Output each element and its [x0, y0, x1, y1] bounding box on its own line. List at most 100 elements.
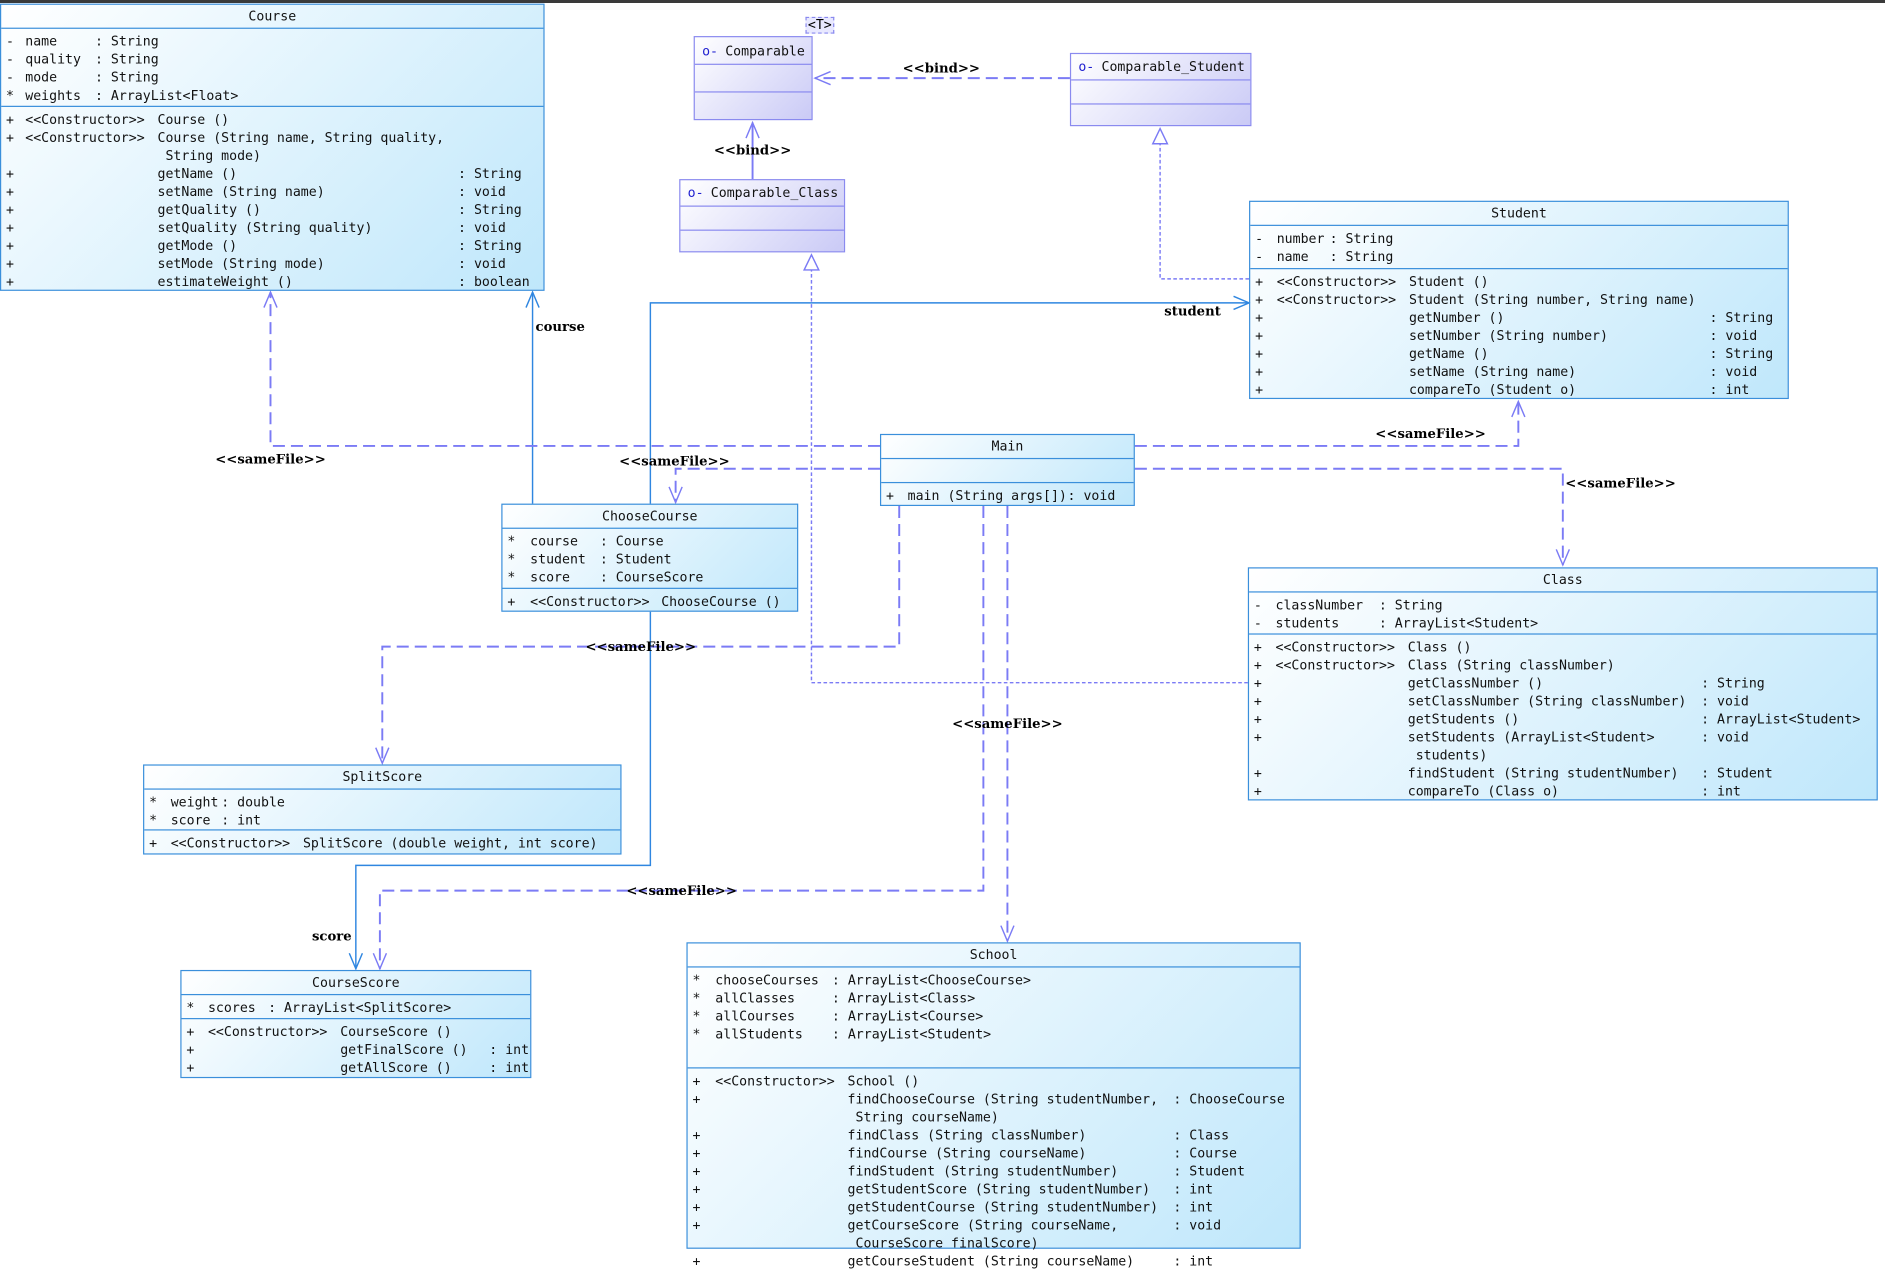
relation-realize-student[interactable] — [1159, 128, 1250, 280]
operation-row[interactable]: +getCourseScore (String courseName,: voi… — [688, 1216, 1300, 1234]
class-name: Comparable_Class — [710, 185, 839, 201]
class-split-score[interactable]: SplitScore*weight: double*score: int+<<C… — [143, 764, 622, 855]
attribute-row[interactable]: *weight: double — [144, 793, 620, 811]
operation-row[interactable]: +findChooseCourse (String studentNumber,… — [688, 1090, 1300, 1108]
relation-dep-student[interactable] — [1134, 401, 1520, 447]
return-type: : String — [1701, 675, 1765, 692]
attribute-row[interactable]: *scores: ArrayList<SplitScore> — [182, 999, 531, 1017]
operation-row[interactable]: +setMode (String mode): void — [1, 255, 543, 273]
operation-row[interactable]: +getMode (): String — [1, 237, 543, 255]
operation-row[interactable]: +setName (String name): void — [1250, 363, 1787, 381]
visibility-marker: + — [1255, 274, 1264, 290]
class-name: Class — [1542, 572, 1583, 588]
attribute-row[interactable]: *allStudents: ArrayList<Student> — [688, 1025, 1300, 1043]
interface-comparable[interactable]: o-Comparable — [693, 36, 813, 121]
operation-row[interactable]: +getAllScore (): int — [182, 1059, 531, 1077]
operations-section: +<<Constructor>>School ()+findChooseCour… — [688, 1069, 1300, 1269]
operation-row[interactable]: String courseName) — [688, 1108, 1300, 1126]
operation-row[interactable]: CourseScore finalScore) — [688, 1234, 1300, 1252]
attribute-row[interactable]: -classNumber: String — [1249, 596, 1877, 614]
operation-row[interactable]: +<<Constructor>>Student () — [1250, 273, 1787, 291]
operation-row[interactable]: +getFinalScore (): int — [182, 1041, 531, 1059]
operation-row[interactable]: +getName (): String — [1250, 345, 1787, 363]
attribute-row[interactable]: -mode: String — [1, 69, 543, 87]
attribute-row[interactable]: *score: int — [144, 811, 620, 829]
interface-comparable-class[interactable]: o-Comparable_Class — [679, 179, 846, 253]
operation-row[interactable]: +getNumber (): String — [1250, 309, 1787, 327]
operation-row[interactable]: +<<Constructor>>Course (String name, Str… — [1, 129, 543, 147]
operation-row[interactable]: +<<Constructor>>SplitScore (double weigh… — [144, 834, 620, 852]
class-student[interactable]: Student -number: String-name: String +<<Co… — [1249, 200, 1789, 400]
attribute-name: weights — [25, 87, 81, 104]
operation-row[interactable]: students) — [1249, 746, 1877, 764]
operation-row[interactable]: +getStudentScore (String studentNumber):… — [688, 1180, 1300, 1198]
operation-row[interactable]: +compareTo (Class o): int — [1249, 782, 1877, 800]
relation-dep-class[interactable] — [1134, 467, 1564, 565]
attribute-type: : String — [1329, 248, 1394, 265]
attribute-row[interactable]: *chooseCourses: ArrayList<ChooseCourse> — [688, 971, 1300, 989]
attribute-row[interactable]: *allClasses: ArrayList<Class> — [688, 989, 1300, 1007]
relation-dep-course[interactable] — [269, 292, 880, 447]
operation-row[interactable]: +<<Constructor>>ChooseCourse () — [503, 593, 798, 611]
operation-row[interactable]: +findStudent (String studentNumber): Stu… — [688, 1162, 1300, 1180]
relation-dep-cscore[interactable] — [378, 506, 985, 969]
operation-row[interactable]: String mode) — [1, 147, 543, 165]
class-choose-course[interactable]: ChooseCourse*course: Course*student: Stu… — [501, 503, 799, 612]
relation-dep-choose[interactable] — [674, 467, 880, 503]
operation-row[interactable]: +setQuality (String quality): void — [1, 219, 543, 237]
attributes-section: *weight: double*score: int — [144, 790, 621, 831]
operation-row[interactable]: +<<Constructor>>CourseScore () — [182, 1023, 531, 1041]
attribute-row[interactable]: -name: String — [1, 32, 543, 50]
attribute-row[interactable]: *score: CourseScore — [503, 569, 798, 587]
operation-row[interactable]: +getStudents (): ArrayList<Student> — [1249, 710, 1877, 728]
operation-row[interactable]: +getName (): String — [1, 165, 543, 183]
operation-row[interactable]: +findStudent (String studentNumber): Stu… — [1249, 764, 1877, 782]
relation-assoc-student[interactable] — [649, 302, 1250, 504]
operation-row[interactable]: +setNumber (String number): void — [1250, 327, 1787, 345]
class-class[interactable]: Class -classNumber: String-students: Arra… — [1247, 567, 1878, 801]
operation-row[interactable]: +main (String args[]): void — [881, 487, 1133, 505]
operation-row[interactable]: +estimateWeight (): boolean — [1, 273, 543, 291]
attribute-row[interactable]: *course: Course — [503, 532, 798, 550]
attributes-section: *scores: ArrayList<SplitScore> — [181, 995, 531, 1020]
class-school[interactable]: School*chooseCourses: ArrayList<ChooseCo… — [686, 942, 1301, 1269]
operation-row[interactable]: +<<Constructor>>School () — [688, 1072, 1300, 1090]
relation-dep-split[interactable] — [381, 506, 901, 764]
operation-row[interactable]: +findClass (String classNumber): Class — [688, 1126, 1300, 1144]
interface-lollipop-icon: o- — [702, 43, 718, 59]
attribute-row[interactable]: *allCourses: ArrayList<Course> — [688, 1007, 1300, 1025]
interface-comparable-student[interactable]: o-Comparable_Student — [1069, 52, 1252, 127]
attribute-row[interactable]: -name: String — [1250, 248, 1787, 266]
operation-row[interactable]: +getQuality (): String — [1, 201, 543, 219]
stereotype: <<Constructor>> — [25, 111, 145, 128]
operation-row[interactable]: +<<Constructor>>Course () — [1, 111, 543, 129]
operation-row[interactable]: +setName (String name): void — [1, 183, 543, 201]
attribute-row[interactable]: *student: Student — [503, 550, 798, 568]
class-main[interactable]: Main+main (String args[]): void — [879, 433, 1135, 507]
operation-row[interactable]: +getClassNumber (): String — [1249, 674, 1877, 692]
attribute-row[interactable]: -quality: String — [1, 50, 543, 68]
class-course[interactable]: Course-name: String-quality: String-mode… — [0, 3, 545, 291]
operation-row[interactable]: +<<Constructor>>Student (String number, … — [1250, 291, 1787, 309]
visibility-marker: + — [692, 1091, 701, 1107]
class-course-score[interactable]: CourseScore*scores: ArrayList<SplitScore… — [180, 969, 532, 1079]
operation-row[interactable]: +setStudents (ArrayList<Student>: void — [1249, 728, 1877, 746]
operation-row[interactable]: +getCourseStudent (String courseName): i… — [688, 1252, 1300, 1270]
relation-assoc-score[interactable] — [355, 611, 652, 969]
operation-row[interactable]: +compareTo (Student o): int — [1250, 381, 1787, 399]
operation-row[interactable]: +setClassNumber (String classNumber): vo… — [1249, 692, 1877, 710]
operation-signature: Course () — [157, 111, 230, 128]
attribute-row[interactable]: -students: ArrayList<Student> — [1249, 614, 1877, 632]
return-type: : void — [458, 183, 506, 200]
return-type: : String — [458, 237, 522, 254]
operation-row[interactable]: +<<Constructor>>Class (String classNumbe… — [1249, 656, 1877, 674]
operation-row[interactable]: +getStudentCourse (String studentNumber)… — [688, 1198, 1300, 1216]
attribute-row[interactable]: -number: String — [1250, 230, 1787, 248]
class-name: Student — [1491, 205, 1547, 222]
operation-row[interactable]: +<<Constructor>>Class () — [1249, 638, 1877, 656]
operation-row[interactable]: +findCourse (String courseName): Course — [688, 1144, 1300, 1162]
attribute-row[interactable]: *weights: ArrayList<Float> — [1, 87, 543, 105]
interface-lollipop-icon: o- — [1078, 58, 1095, 75]
relation-realize-class[interactable] — [810, 254, 1248, 684]
visibility-marker: * — [692, 1026, 701, 1043]
